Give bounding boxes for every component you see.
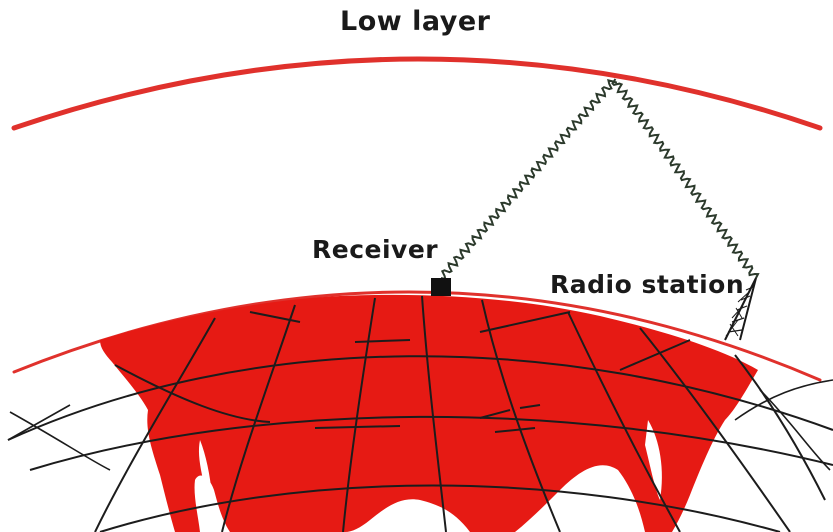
parallel-line: [7, 355, 833, 441]
graticule: [7, 295, 833, 532]
parallel-line: [29, 415, 833, 471]
interior-mark: [354, 339, 411, 343]
interior-mark: [519, 404, 541, 409]
meridian-line: [94, 317, 216, 532]
interior-mark: [479, 409, 511, 419]
radio-tower-icon: [724, 277, 757, 341]
interior-mark: [494, 427, 536, 433]
radio-station-label: Radio station: [550, 270, 745, 299]
low-layer-label: Low layer: [340, 6, 491, 37]
meridian-line: [421, 295, 447, 532]
outer-grid: [7, 379, 833, 471]
radio-wave-reflected: [440, 79, 618, 281]
interior-mark: [249, 311, 301, 323]
parallel-line: [114, 364, 271, 423]
meridian-line: [734, 354, 826, 501]
interior-mark: [619, 339, 691, 371]
receiver-icon: [431, 278, 451, 296]
grid-segment: [7, 404, 71, 441]
interior-marks: [249, 311, 691, 433]
interior-mark: [314, 425, 401, 429]
landmass-notch: [198, 440, 212, 497]
interior-mark: [479, 311, 571, 333]
meridian-line: [639, 327, 791, 532]
grid-segment: [9, 411, 111, 471]
landmass-gap: [645, 420, 662, 500]
receiver-label: Receiver: [312, 235, 439, 264]
parallel-line: [99, 484, 781, 532]
grid-segment: [759, 389, 831, 471]
grid-segment: [734, 379, 833, 421]
low-layer-arc: [11, 56, 823, 131]
radio-wave-transmitted: [611, 78, 760, 279]
landmass: [100, 294, 758, 532]
